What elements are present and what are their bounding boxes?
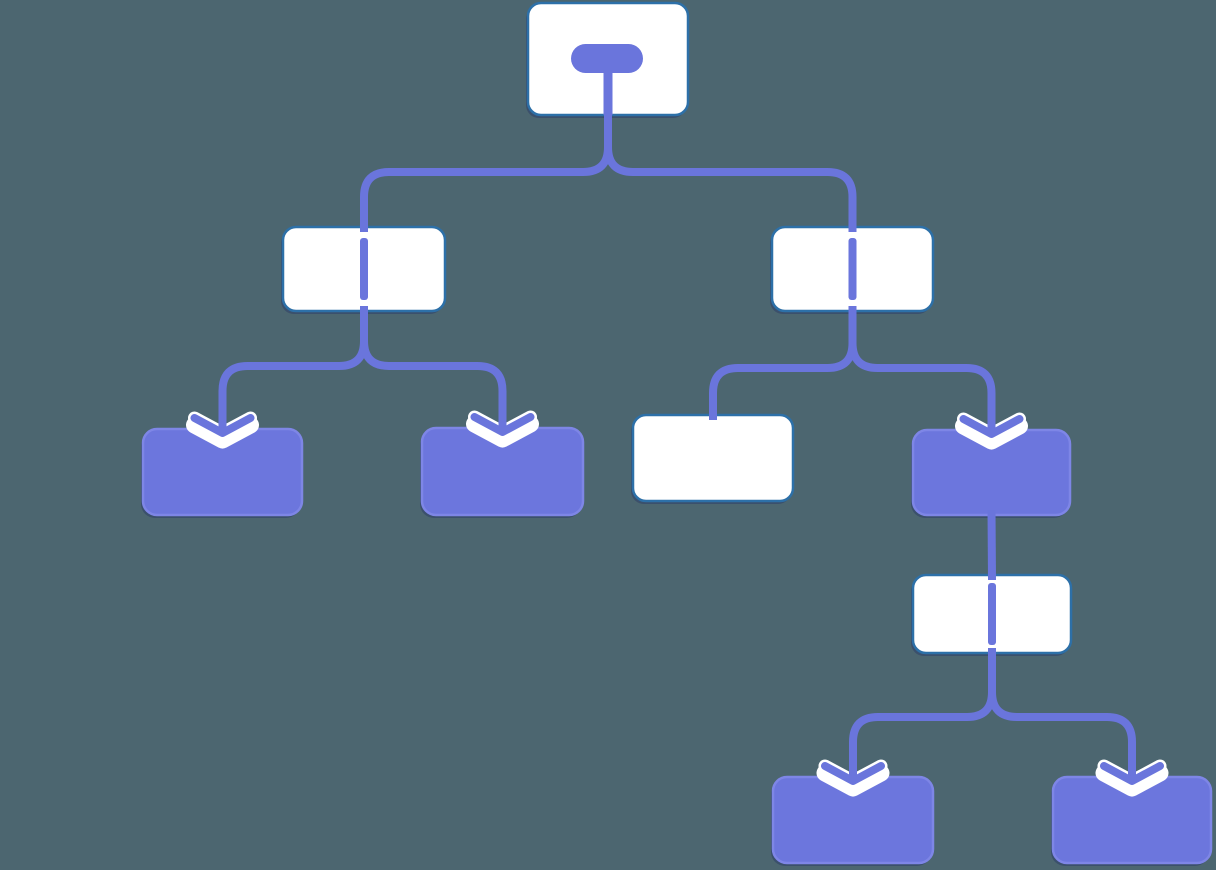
connector-root-to-r (604, 110, 857, 232)
double-chevron-down-icon (466, 402, 539, 448)
connector-r-to-d (848, 306, 996, 432)
tree-root-icon (571, 44, 643, 115)
double-chevron-down-icon (186, 403, 259, 449)
connector-l-to-a (218, 306, 368, 431)
nodes-layer (141, 1, 1213, 866)
vertical-bar-icon (360, 238, 368, 300)
connector-l-to-b (360, 306, 507, 430)
connector-r-to-c (709, 306, 857, 420)
double-chevron-down-icon (1095, 751, 1169, 797)
vertical-bar-icon (848, 238, 857, 300)
double-chevron-down-icon (955, 404, 1028, 450)
node-c-leaf-node[interactable] (631, 413, 795, 503)
connector-e-to-f (849, 648, 996, 779)
double-chevron-down-icon (816, 751, 890, 797)
arrowheads-layer (186, 402, 1169, 797)
connector-d-to-e (987, 509, 996, 581)
icons-layer (360, 44, 996, 645)
connectors-layer (218, 110, 1136, 779)
vertical-bar-icon (988, 583, 996, 645)
connector-root-to-l (360, 110, 612, 232)
connector-e-to-g (988, 648, 1136, 779)
